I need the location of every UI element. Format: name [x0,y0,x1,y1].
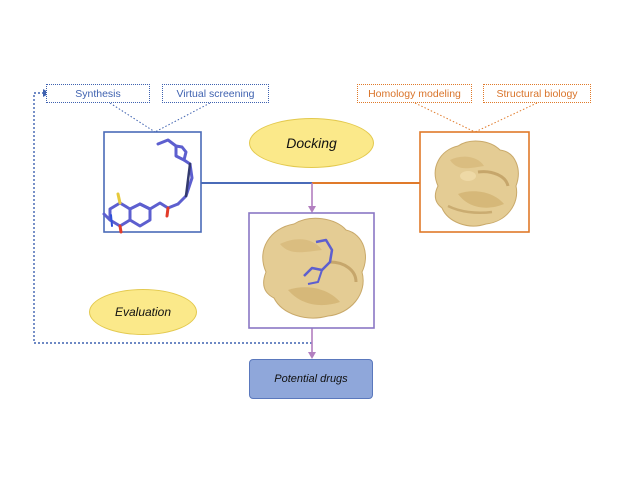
virtual-screening-label: Virtual screening [162,84,269,103]
ligand-box [103,131,202,233]
structural-biology-label: Structural biology [483,84,591,103]
feedback-loop-arrow [33,92,312,344]
docking-ellipse: Docking [249,118,374,168]
potential-drugs-box: Potential drugs [249,359,373,399]
synthesis-label: Synthesis [46,84,150,103]
evaluation-arrowhead [308,352,316,359]
evaluation-ellipse: Evaluation [89,289,197,335]
docking-arrowhead [308,206,316,213]
ligand-structure-image [102,138,194,234]
protein-surface-image [434,140,519,227]
protein-ligand-complex-image [262,217,366,319]
homology-modeling-label: Homology modeling [357,84,472,103]
label-leaders [109,102,538,133]
